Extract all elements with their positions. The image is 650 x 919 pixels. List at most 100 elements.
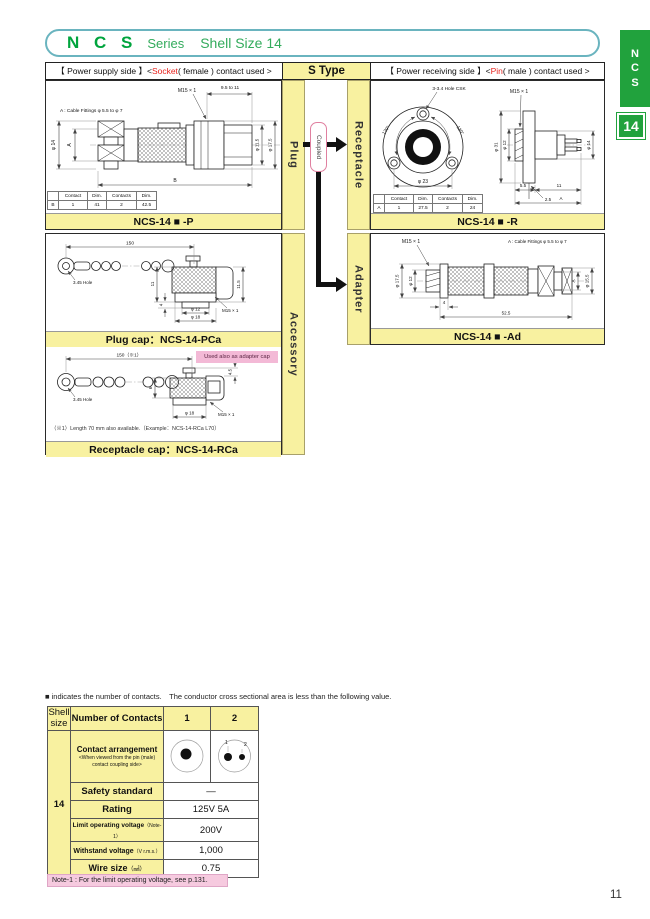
angle-left-label: 120°	[381, 125, 391, 136]
dim-11-label: 11	[557, 183, 562, 188]
arrangement-2pin-cell: 1 2	[210, 730, 259, 783]
safety-standard-label: Safety standard	[70, 782, 164, 801]
receptacle-cap-outline	[57, 367, 225, 406]
adapter-dim-a-label: A	[571, 279, 576, 282]
arrangement-sublabel: <When viewed from the pin (male) contact…	[78, 755, 156, 768]
shell-size-header: Shell size	[47, 706, 71, 731]
cell: Dim.	[136, 191, 157, 201]
plug-panel: A : Cable Fittings φ 5.5 to φ 7 M15 × 1 …	[45, 80, 282, 230]
adapter-dia-flange-label: φ 17.5	[395, 274, 400, 287]
plug-cap-thread-label: M15 × 1	[222, 308, 239, 313]
receptacle-cap-caption: Receptacle cap：NCS-14-RCa	[46, 441, 281, 457]
adapter-dim-4-label: 4	[443, 300, 446, 305]
series-brand: N C S	[67, 33, 138, 52]
wire-size-note: （㎟）	[127, 867, 146, 873]
adapter-dia-thread-label: φ 12	[408, 276, 413, 286]
receptacle-cap-thread-label: M15 × 1	[218, 412, 235, 417]
receptacle-cap-caption-text: Receptacle cap：NCS-14-RCa	[89, 444, 238, 456]
withstand-voltage-value: 1,000	[163, 841, 259, 860]
pin-highlight: Pin	[490, 66, 503, 76]
side-tab-shell-number: 14	[617, 113, 645, 139]
arrangement-label-cell: Contact arrangement <When viewed from th…	[70, 730, 164, 783]
section-bar-adapter: Adapter	[347, 233, 370, 345]
arrangement-1pin-diagram	[170, 739, 204, 773]
spec-intro-note: ■ indicates the number of contacts. The …	[45, 692, 392, 701]
withstand-voltage-label: Withstand voltage	[73, 848, 134, 855]
cell: 1	[384, 203, 414, 213]
plug-cap-dimensions: 150 3.45 Hole 11 4 φ 12 φ 18 M15 × 1	[65, 241, 246, 323]
cell: Contact	[58, 191, 88, 201]
receptacle-cap-drawing: 150（※1） 3.45 Hole 6 4.5 φ 18 M15 × 1	[57, 353, 238, 419]
pin-2-label: 2	[244, 742, 247, 748]
cell: 41	[87, 200, 107, 210]
coupled-arrows	[303, 137, 347, 292]
plug-cap-dim-11-label: 11	[150, 281, 155, 286]
power-receiving-prefix: 【 Power receiving side 】<	[385, 66, 491, 76]
receptacle-hole-label: 3-3.4 Hole CSK	[432, 86, 466, 92]
adapter-drawing: M15 × 1 A : Cable Fittings φ 5.5 to φ 7 …	[395, 239, 595, 320]
adapter-dim-525-label: 52.5	[502, 311, 511, 316]
plug-dia-body-label: φ 14	[51, 140, 57, 150]
limit-voltage-value: 200V	[163, 818, 259, 842]
adapter-thread-label: M15 × 1	[402, 239, 420, 245]
dim-a-label: A	[559, 196, 562, 201]
dia-flange-label: φ 31	[494, 142, 499, 152]
s-type-header: S Type	[282, 62, 371, 80]
section-bar-plug: Plug	[282, 80, 305, 230]
shell-size-label: Shell Size 14	[200, 35, 282, 51]
plug-section-label: Plug	[287, 141, 300, 169]
receptacle-cap-dimensions: 150（※1） 3.45 Hole 6 4.5 φ 18 M15 × 1	[65, 353, 238, 419]
plug-cap-drawing: 150 3.45 Hole 11 4 φ 12 φ 18 M15 × 1	[57, 241, 246, 323]
receptacle-cap-dim-45-label: 4.5	[228, 368, 233, 375]
limit-voltage-label-cell: Limit operating voltage（Note-1）	[70, 818, 164, 842]
wire-size-label: Wire size	[88, 863, 128, 873]
dia-thread-label: φ 12	[502, 140, 507, 150]
receptacle-caption: NCS-14 ■ -R	[371, 213, 604, 229]
receptacle-section-label: Receptacle	[352, 120, 365, 190]
adapter-cable-note: A : Cable Fittings φ 5.5 to φ 7	[508, 239, 567, 244]
power-supply-header: 【 Power supply side 】< Socket ( female )…	[45, 62, 283, 80]
socket-highlight: Socket	[151, 66, 178, 76]
plug-cap-hole-label: 3.45 Hole	[73, 280, 93, 285]
adapter-section-label: Adapter	[352, 264, 365, 314]
plug-outline	[90, 120, 280, 170]
cell: 1	[58, 200, 88, 210]
limit-voltage-note: （Note-1）	[113, 823, 162, 840]
coupled-label-box: Coupled	[310, 122, 327, 172]
receptacle-cap-chain-label: 150（※1）	[116, 353, 141, 359]
side-tab-ncs: N C S	[620, 30, 650, 107]
cell: 42.5	[136, 200, 157, 210]
receptacle-thread-label: M15 × 1	[510, 89, 528, 95]
side-tab-letters: N C S	[631, 48, 639, 89]
plug-caption-text: NCS-14 ■ -P	[133, 215, 194, 228]
cell: Contact	[384, 194, 414, 204]
adapter-outline	[417, 263, 585, 299]
contacts-header: Number of Contacts	[70, 706, 164, 731]
receptacle-cap-note: （※1）Length 70 mm also available.（Example…	[51, 426, 220, 432]
cell: 27.5	[413, 203, 433, 213]
plug-dia-outer-label: φ 17.5	[268, 138, 273, 151]
cell	[373, 194, 385, 204]
plug-dia-inner-label: φ 11.5	[255, 138, 260, 151]
cell: 24	[462, 203, 483, 213]
accessory-section-label: Accessory	[287, 311, 300, 377]
plug-cable-note: A : Cable Fittings φ 5.5 to φ 7	[60, 108, 123, 114]
adapter-dimensions: M15 × 1 A : Cable Fittings φ 5.5 to φ 7 …	[395, 239, 595, 320]
plug-drawing: A : Cable Fittings φ 5.5 to φ 7 M15 × 1 …	[51, 85, 280, 188]
pin-1-label: 1	[225, 740, 228, 746]
receptacle-side-view	[507, 110, 591, 199]
cell: B	[47, 200, 59, 210]
dia-body-label: φ 14	[586, 140, 591, 150]
receptacle-contact-table: Contact Dim. Contacts Dim. A 1 27.5 2 24	[373, 194, 483, 213]
angle-right-label: 120°	[456, 125, 466, 136]
plug-cap-dim-115-label: 11.5	[236, 280, 241, 289]
cell: 2	[106, 200, 137, 210]
section-bar-accessory: Accessory	[282, 233, 305, 455]
withstand-voltage-label-cell: Withstand voltage（V r.m.s.）	[70, 841, 164, 860]
cell: Dim.	[87, 191, 107, 201]
receptacle-dimensions: 3-3.4 Hole CSK 120° 120° φ 23 M15 × 1 φ …	[381, 86, 595, 205]
adapter-cap-tag: Used also as adapter cap	[196, 351, 278, 363]
limit-voltage-label: Limit operating voltage	[72, 822, 145, 829]
power-receiving-header: 【 Power receiving side 】< Pin ( male ) c…	[370, 62, 605, 80]
